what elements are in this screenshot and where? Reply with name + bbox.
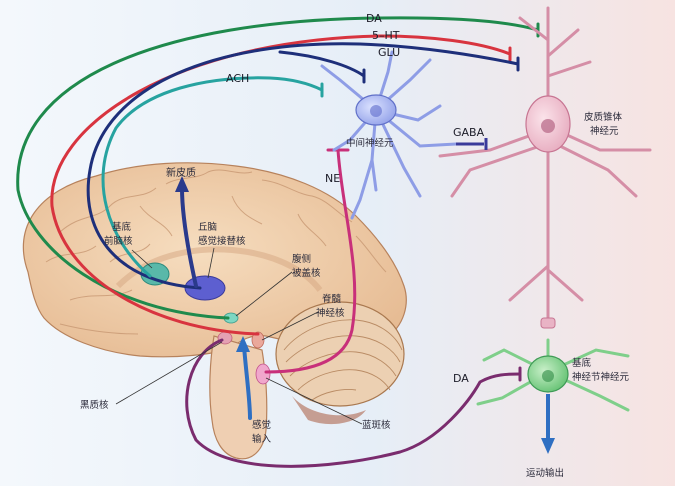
label-spinal-2: 神经核 bbox=[316, 307, 345, 319]
thalamus-to-cortex-path bbox=[180, 186, 198, 288]
brainstem bbox=[209, 335, 268, 460]
label-pyramidal-2: 神经元 bbox=[590, 125, 619, 137]
label-glu: GLU bbox=[378, 46, 400, 59]
label-thalamus-1: 丘脑 bbox=[198, 221, 217, 233]
sensory-input-arrowhead bbox=[236, 336, 250, 352]
label-basal-forebrain-2: 前脑核 bbox=[104, 235, 133, 247]
transmitter-labels: DA 5–HT GLU ACH GABA NE DA bbox=[226, 12, 485, 385]
label-5ht: 5–HT bbox=[372, 29, 400, 42]
thalamus-to-cortex-arrowhead bbox=[175, 176, 189, 192]
leader-spinal bbox=[261, 311, 319, 341]
pathway-5ht-red bbox=[50, 34, 512, 336]
pyramidal-neuron bbox=[438, 6, 652, 329]
label-neocortex: 新皮质 bbox=[166, 166, 196, 179]
label-thalamus-2: 感觉接替核 bbox=[198, 235, 246, 247]
sensory-input-path bbox=[242, 344, 252, 420]
label-pyramidal-1: 皮质锥体 bbox=[584, 111, 623, 123]
label-interneuron: 中间神经元 bbox=[346, 137, 394, 149]
pathway-da-bottom bbox=[185, 338, 522, 468]
axon-terminal bbox=[540, 317, 556, 329]
label-gaba: GABA bbox=[453, 126, 485, 139]
pathway-ach-teal bbox=[101, 76, 324, 278]
interneuron-cell bbox=[320, 50, 488, 220]
leader-thalamus bbox=[207, 247, 215, 279]
leader-basal-forebrain bbox=[131, 249, 153, 269]
pathway-glu-blue bbox=[86, 42, 520, 290]
basal-ganglia-nucleus bbox=[542, 370, 554, 382]
label-basal-ganglia-2: 神经节神经元 bbox=[572, 371, 630, 383]
pyramidal-nucleus bbox=[541, 119, 555, 133]
label-da-bottom: DA bbox=[453, 372, 469, 385]
label-vta-1: 腹侧 bbox=[292, 253, 311, 265]
pathway-ne-magenta bbox=[264, 148, 357, 374]
label-sensory-input-2: 输入 bbox=[252, 433, 272, 445]
label-substantia-nigra: 黑质核 bbox=[80, 399, 109, 411]
label-ach: ACH bbox=[226, 72, 249, 85]
interneuron-nucleus bbox=[370, 105, 382, 117]
label-vta-2: 被盖核 bbox=[292, 267, 321, 279]
pathway-da-green bbox=[16, 16, 540, 320]
leader-lines bbox=[115, 247, 363, 425]
label-spinal-1: 脊髓 bbox=[322, 293, 342, 305]
brain bbox=[22, 162, 407, 460]
locus-coeruleus-nucleus bbox=[255, 363, 271, 385]
leader-substantia-nigra bbox=[115, 341, 223, 405]
basal-ganglia-neuron bbox=[476, 338, 630, 454]
cerebellum bbox=[275, 301, 405, 407]
label-ne: NE bbox=[325, 172, 340, 185]
motor-output-arrowhead bbox=[541, 438, 555, 454]
label-locus-coeruleus: 蓝斑核 bbox=[362, 419, 391, 431]
label-basal-forebrain-1: 基底 bbox=[112, 221, 132, 233]
label-sensory-input-1: 感觉 bbox=[252, 419, 271, 431]
leader-vta bbox=[235, 271, 293, 317]
label-motor-output: 运动输出 bbox=[526, 467, 564, 479]
raphe-nucleus bbox=[251, 331, 265, 349]
region-labels: 新皮质 基底 前脑核 丘脑 感觉接替核 腹侧 被盖核 脊髓 神经核 黑质核 感觉… bbox=[80, 111, 630, 479]
label-da-top: DA bbox=[366, 12, 382, 25]
leader-locus-coeruleus bbox=[265, 377, 363, 425]
pathways bbox=[16, 16, 540, 468]
label-basal-ganglia-1: 基底 bbox=[572, 357, 592, 369]
pathway-glu-branch bbox=[278, 50, 366, 78]
